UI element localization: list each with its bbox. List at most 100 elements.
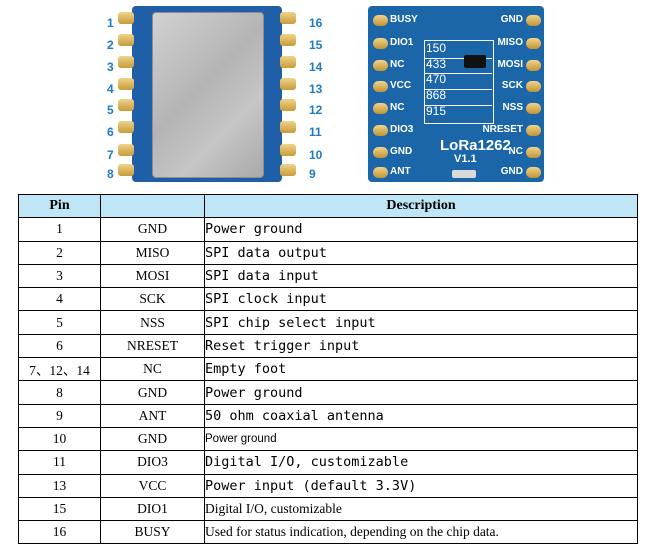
header-name [100,193,205,219]
pin-number-label: 7 [107,148,114,162]
pin-name: BUSY [100,520,205,544]
pin-pad-left [373,38,388,49]
pin-pad-right [526,38,541,49]
pin-number-label: 8 [107,167,114,181]
pin-pad-left [373,15,388,26]
metal-shield [152,12,264,178]
frequency-marker [464,55,486,68]
pin-pad-right [280,78,296,90]
pin-name: NRESET [100,333,205,359]
back-pin-label: NC [508,146,523,157]
frequency-divider [424,58,492,59]
pin-number-label: 15 [309,38,323,52]
pin-pad-left [373,147,388,158]
module-back-photo [368,6,544,182]
pin-number-label: 3 [107,60,114,74]
pin-number: 6 [18,333,101,359]
pin-pad-left [118,144,134,156]
pin-description: SPI data output [204,240,638,265]
back-pin-label: NSS [502,102,523,113]
pin-name: GND [100,217,205,242]
pin-name: NSS [100,310,205,335]
frequency-option: 470 [426,72,447,86]
pin-pad-right [526,167,541,178]
header-description: Description [204,193,638,219]
pin-pad-right [526,15,541,26]
back-pin-label: MOSI [497,59,523,70]
pin-pad-left [373,125,388,136]
pin-pad-right [280,121,296,133]
pin-description: Empty foot [204,357,638,382]
back-pin-label: NC [390,59,405,70]
pin-description: SPI clock input [204,287,638,312]
back-pin-label: SCK [501,80,523,91]
back-pin-label: GND [500,14,523,25]
back-pin-label: DIO3 [390,124,414,135]
back-pin-label: BUSY [390,14,418,25]
pin-number-label: 10 [309,148,323,162]
pin-number-label: 9 [309,167,316,181]
back-pin-label: MISO [497,37,523,48]
pin-description: Power ground [204,426,638,452]
pin-name: MISO [100,240,205,265]
pin-name: VCC [100,473,205,498]
pin-pad-left [373,167,388,178]
pin-pad-left [118,164,134,176]
pin-number: 2 [18,240,101,265]
pin-number: 11 [18,450,101,475]
frequency-option: 433 [426,57,447,71]
pin-number: 15 [18,496,101,522]
pin-description: SPI data input [204,263,638,289]
pin-number-label: 2 [107,38,114,52]
chip-name: LoRa1262 [440,137,511,154]
pin-number: 4 [18,287,101,312]
back-pin-label: VCC [390,80,412,91]
pin-number-label: 1 [107,16,114,30]
pin-pad-left [118,121,134,133]
frequency-divider [424,105,492,106]
pin-number-label: 12 [309,103,323,117]
table-header-row: Pin Description [18,193,638,219]
pin-name: GND [100,380,205,405]
pin-name: SCK [100,287,205,312]
pin-number-label: 13 [309,82,323,96]
pin-number: 9 [18,403,101,428]
frequency-option: 868 [426,88,447,102]
pin-number-label: 6 [107,125,114,139]
pin-pad-left [373,60,388,71]
pin-description: Digital I/O, customizable [204,496,638,522]
pin-pad-left [118,78,134,90]
pin-description: Digital I/O, customizable [204,450,638,475]
pin-pad-right [526,103,541,114]
pin-name: GND [100,426,205,452]
pin-pad-left [373,103,388,114]
pin-description: Power ground [204,217,638,242]
back-pin-label: DIO1 [390,37,414,48]
pin-pad-right [280,12,296,24]
pin-description: Power ground [204,380,638,405]
pin-pad-right [526,147,541,158]
back-pin-label: NC [390,102,405,113]
pin-pad-left [118,99,134,111]
frequency-divider [424,89,492,90]
frequency-option: 150 [426,41,447,55]
pin-number-label: 4 [107,82,114,96]
pin-pad-right [526,81,541,92]
pin-description: Power input (default 3.3V) [204,473,638,498]
pin-pad-left [118,34,134,46]
pin-description: Reset trigger input [204,333,638,359]
pin-number: 7、12、14 [18,357,101,382]
pin-pad-right [280,34,296,46]
